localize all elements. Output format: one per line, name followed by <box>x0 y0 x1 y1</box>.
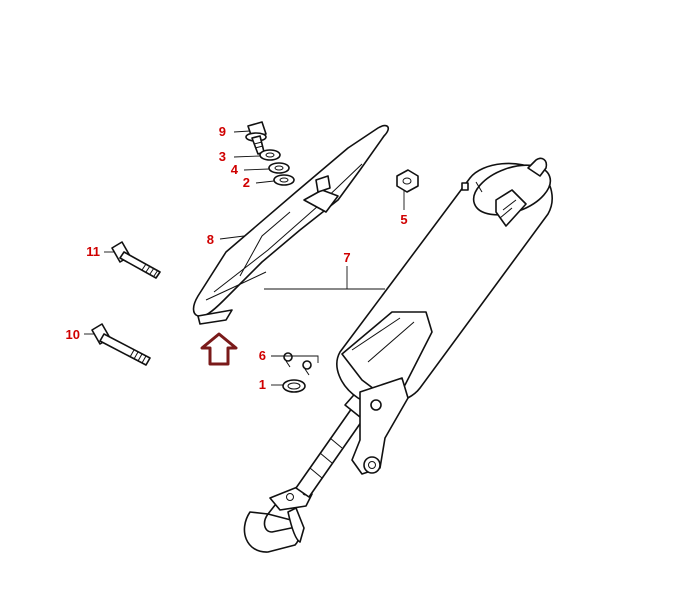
gasket-1 <box>282 379 306 393</box>
callout-1: 1 <box>259 377 266 392</box>
heat-protector <box>192 124 390 325</box>
up-arrow-outline-icon <box>200 332 238 366</box>
callout-10: 10 <box>66 327 80 342</box>
muffler <box>336 157 553 475</box>
callout-labels: 9 3 4 2 5 11 8 7 10 6 1 <box>66 124 408 392</box>
clips-6 <box>283 352 312 376</box>
callout-2: 2 <box>243 175 250 190</box>
nut-5 <box>396 169 419 193</box>
bolt-11 <box>111 241 161 279</box>
exhaust-pipe <box>243 387 376 553</box>
bolt-10 <box>91 323 151 366</box>
callout-3: 3 <box>219 149 226 164</box>
bolt-9 <box>245 121 267 155</box>
callout-4: 4 <box>231 162 239 177</box>
callout-11: 11 <box>86 244 100 259</box>
callout-8: 8 <box>207 232 214 247</box>
callout-6: 6 <box>259 348 266 363</box>
callout-5: 5 <box>400 212 407 227</box>
callout-7: 7 <box>343 250 350 265</box>
callout-9: 9 <box>219 124 226 139</box>
washer-4 <box>268 162 290 174</box>
washer-2 <box>273 174 295 186</box>
leader-lines <box>84 130 405 386</box>
washer-3 <box>259 149 281 161</box>
